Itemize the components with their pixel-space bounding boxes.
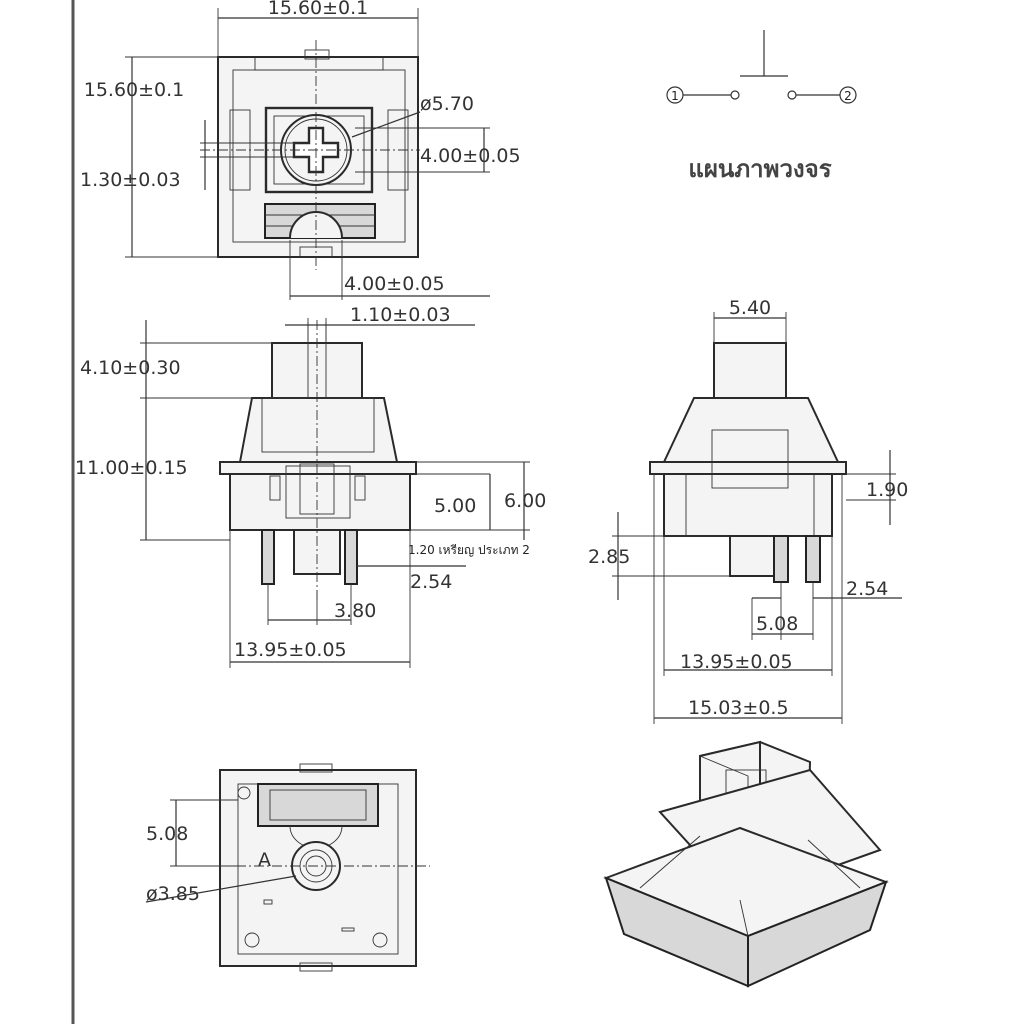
label-height-6: 6.00	[504, 490, 546, 512]
circuit-pin-1: 1	[671, 89, 679, 103]
label-cross-width: 4.00±0.05	[420, 145, 521, 167]
circuit-diagram: 1 2 แผนภาพวงจร	[666, 30, 857, 183]
label-travel-total: 4.10±0.30	[80, 357, 181, 379]
label-height-5: 5.00	[434, 495, 476, 517]
label-stem-offset: 4.00±0.05	[344, 273, 445, 295]
side-view-dimensions: 5.40 1.90 2.85 2.54 5.08 13.95±0.05 15.0…	[588, 297, 908, 724]
side-view	[649, 342, 847, 583]
label-pin-gap: 3.80	[334, 600, 376, 622]
circuit-pin-2: 2	[844, 89, 852, 103]
bottom-view: A	[200, 763, 430, 972]
label-pin-pitch-b: 2.54	[846, 578, 888, 600]
label-body-width-front: 13.95±0.05	[234, 639, 347, 661]
label-cross-thickness: 1.30±0.03	[80, 169, 181, 191]
label-body-height: 11.00±0.15	[75, 457, 188, 479]
label-body-width-side: 13.95±0.05	[680, 651, 793, 673]
label-pin-spacing: 5.08	[756, 613, 798, 635]
top-view-dimensions: 15.60±0.1 15.60±0.1 ø5.70 4.00±0.05 1.30…	[80, 0, 521, 300]
label-pin-pitch-a: 2.54	[410, 571, 452, 593]
label-plate-width: 15.03±0.5	[688, 697, 789, 719]
bottom-mark-letter: A	[258, 849, 271, 871]
top-view	[200, 40, 420, 270]
front-view-dimensions: 1.10±0.03 4.10±0.30 11.00±0.15 6.00 5.00…	[75, 304, 546, 668]
label-top-width: 15.60±0.1	[268, 0, 369, 19]
bottom-view-dimensions: 5.08 ø3.85	[145, 799, 297, 905]
label-stem-width-side: 5.40	[729, 297, 771, 319]
label-stem-diameter: ø5.70	[420, 93, 474, 115]
front-view	[219, 320, 417, 600]
isometric-view	[603, 740, 889, 988]
label-center-post: ø3.85	[146, 883, 200, 905]
label-bottom-offset: 5.08	[146, 823, 188, 845]
label-top-height: 15.60±0.1	[84, 79, 185, 101]
label-pin-note: 1.20 เหรียญ ประเภท 2	[408, 543, 530, 557]
label-clip-height: 1.90	[866, 479, 908, 501]
circuit-title: แผนภาพวงจร	[688, 155, 831, 183]
label-stem-slot: 1.10±0.03	[350, 304, 451, 326]
label-pin-length: 2.85	[588, 546, 630, 568]
